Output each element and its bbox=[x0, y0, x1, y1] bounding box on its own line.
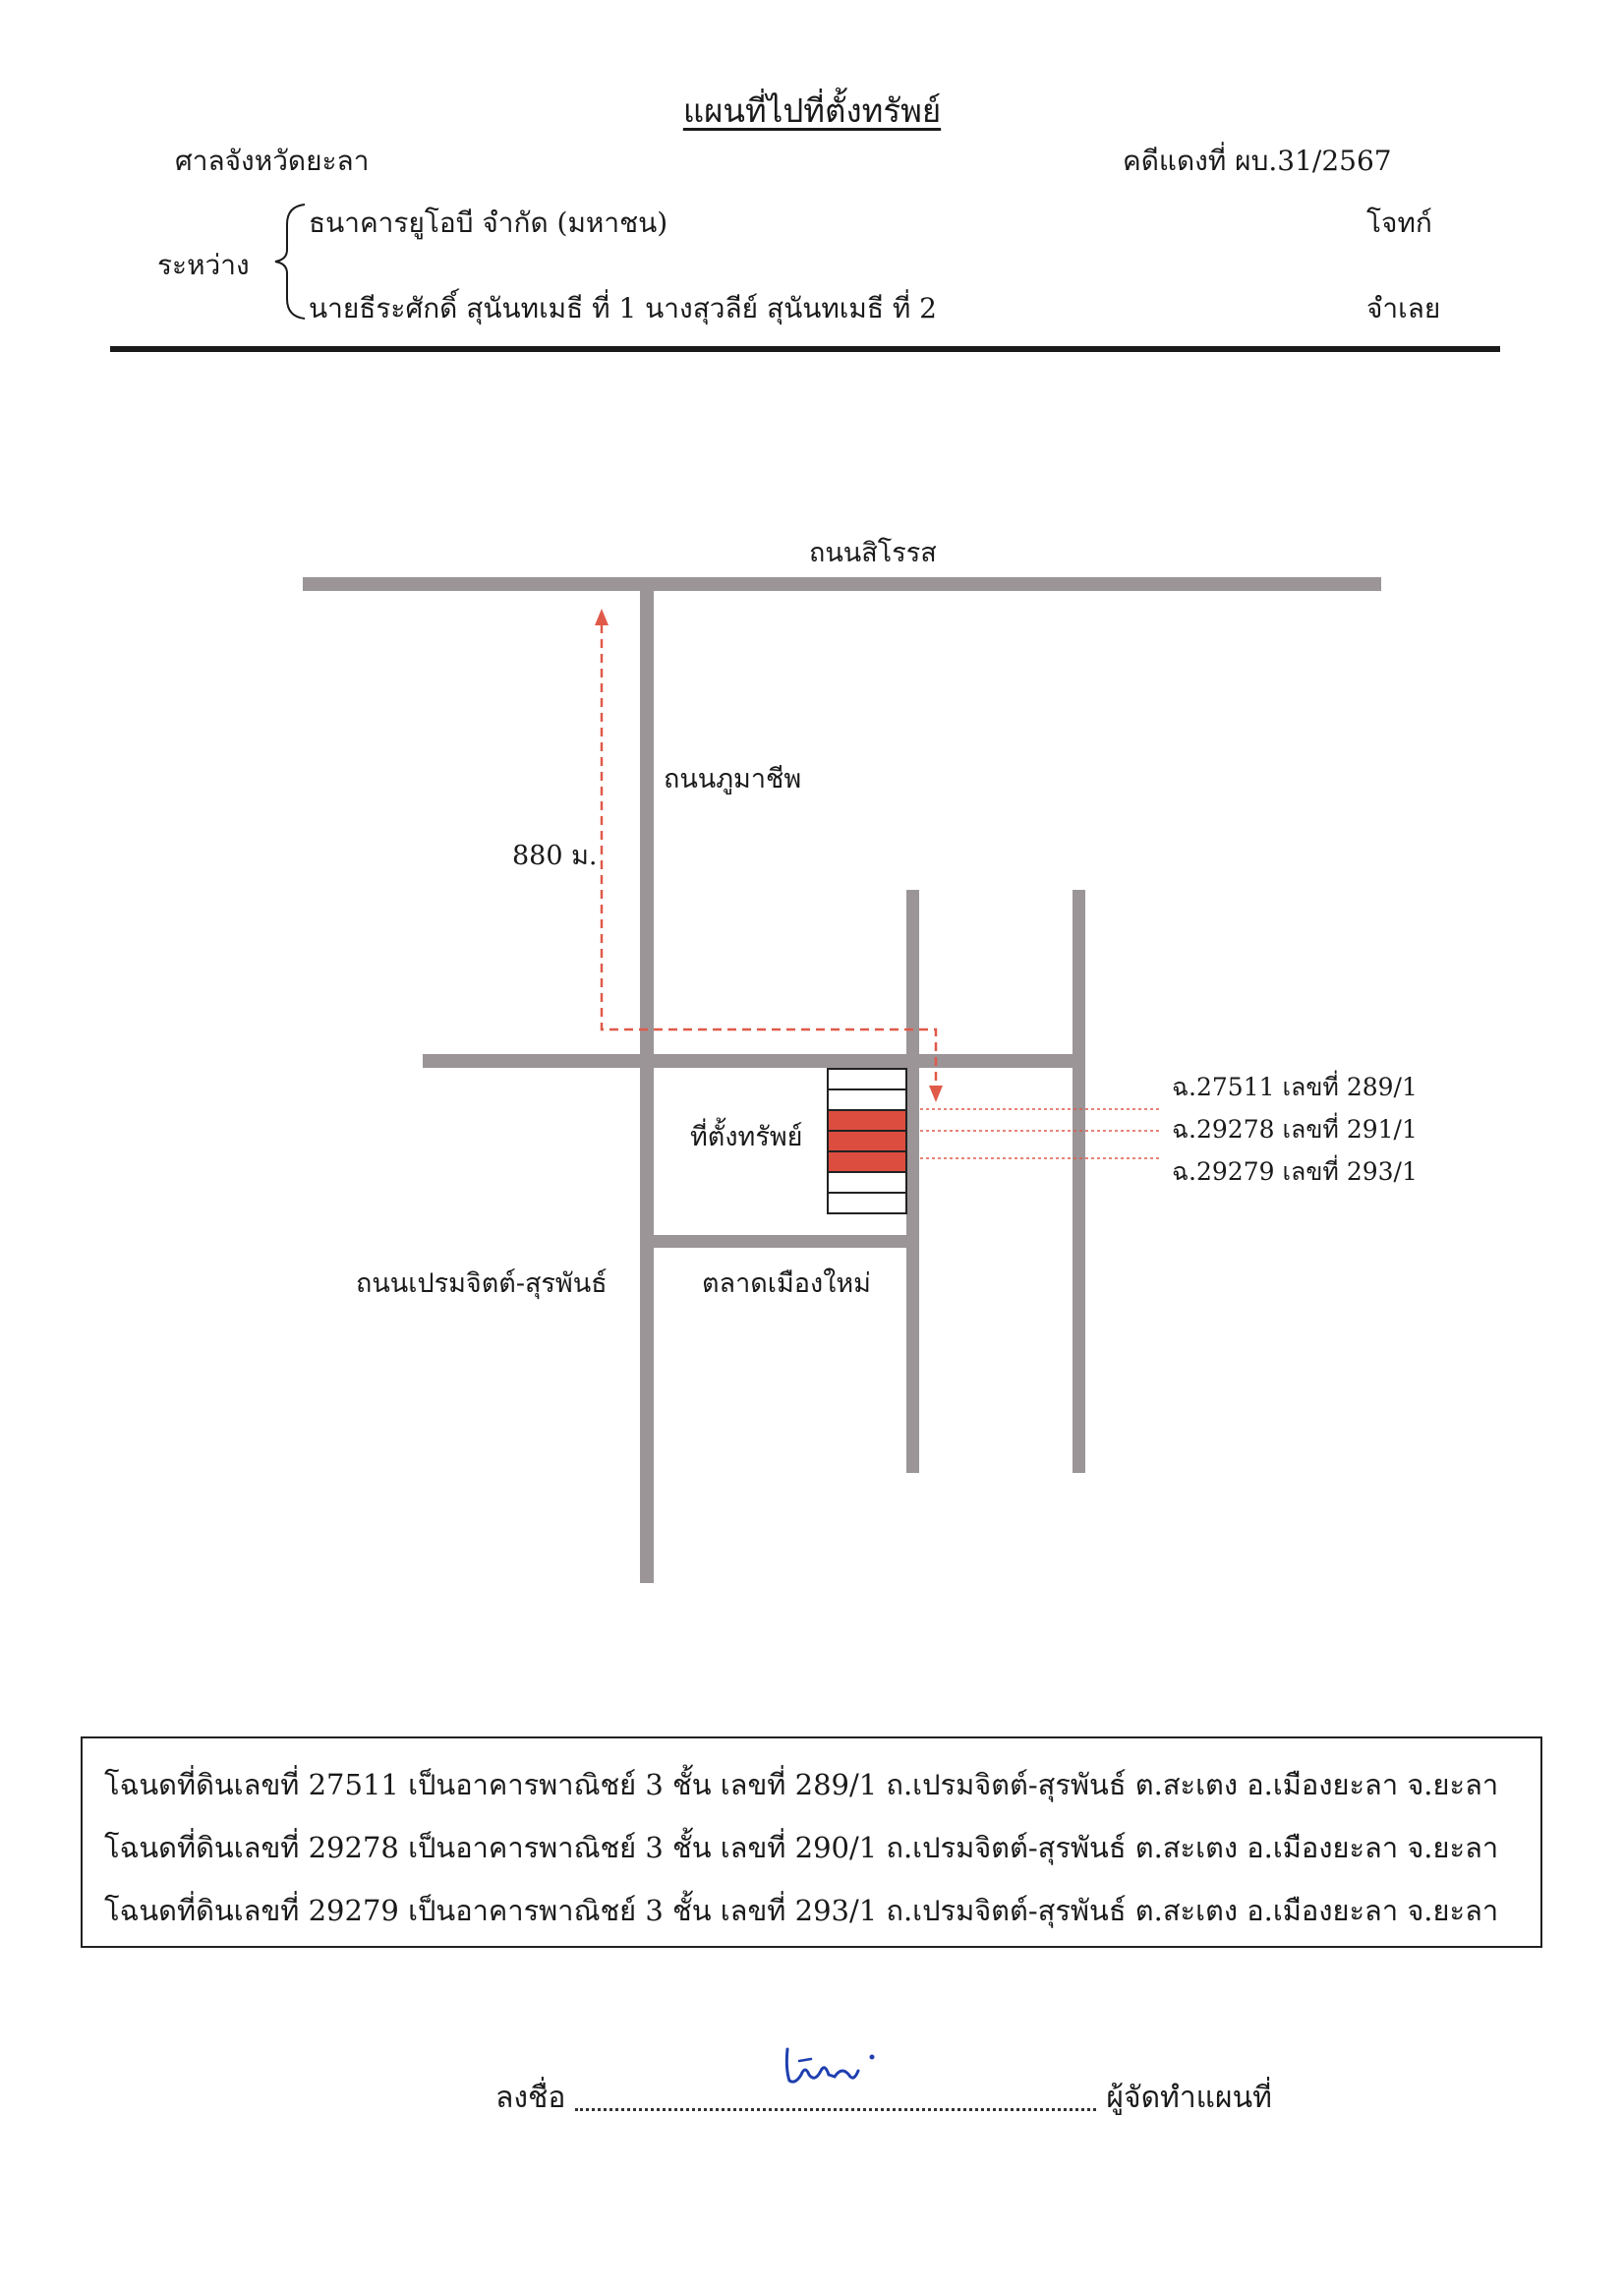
defendant-role: จำเลย bbox=[1366, 292, 1441, 324]
road-market bbox=[646, 1235, 913, 1248]
lot-5-property bbox=[827, 1150, 907, 1173]
road-top bbox=[303, 577, 1381, 591]
plaintiff-role: โจทก์ bbox=[1366, 206, 1432, 239]
lot-1 bbox=[827, 1068, 907, 1090]
signature-dotted-line bbox=[575, 2108, 1097, 2111]
plot-label-1: ฉ.27511 เลขที่ 289/1 bbox=[1172, 1073, 1418, 1101]
defendant-name: นายธีระศักดิ์ สุนันทเมธี ที่ 1 นางสุวลีย… bbox=[309, 292, 937, 324]
plot-leaders bbox=[920, 1108, 1162, 1159]
lot-4-property bbox=[827, 1130, 907, 1152]
road-bottom-left-label: ถนนเปรมจิตต์-สุรพันธ์ bbox=[356, 1268, 608, 1299]
route bbox=[600, 624, 938, 1088]
court-name: ศาลจังหวัดยะลา bbox=[175, 145, 370, 177]
signer-role: ผู้จัดทำแผนที่ bbox=[1106, 2081, 1272, 2115]
plaintiff-name: ธนาคารยูโอบี จำกัด (มหาชน) bbox=[309, 206, 668, 239]
lot-7 bbox=[827, 1192, 907, 1214]
roads bbox=[303, 577, 1381, 1583]
between-label: ระหว่าง bbox=[157, 249, 250, 281]
lot-3-property bbox=[827, 1109, 907, 1132]
header-rule bbox=[110, 346, 1500, 352]
road-vertical-main bbox=[640, 586, 654, 1583]
market-label: ตลาดเมืองใหม่ bbox=[702, 1268, 871, 1299]
road-right-1 bbox=[906, 890, 919, 1473]
road-cross bbox=[423, 1054, 1075, 1068]
deed-info-box: โฉนดที่ดินเลขที่ 27511 เป็นอาคารพาณิชย์ … bbox=[81, 1736, 1542, 1948]
handwritten-signature bbox=[784, 2047, 875, 2084]
road-vertical-label: ถนนภูมาชีพ bbox=[664, 764, 802, 794]
route-arrow-down-icon bbox=[929, 1086, 943, 1102]
sign-label: ลงชื่อ bbox=[495, 2081, 566, 2115]
page-title: แผนที่ไปที่ตั้งทรัพย์ bbox=[682, 91, 942, 130]
signature-line: ลงชื่อ ผู้จัดทำแผนที่ bbox=[495, 2075, 1272, 2121]
plot-label-2: ฉ.29278 เลขที่ 291/1 bbox=[1172, 1115, 1418, 1144]
brace-icon bbox=[274, 204, 306, 320]
road-right-2 bbox=[1073, 890, 1085, 1473]
plot-label-3: ฉ.29279 เลขที่ 293/1 bbox=[1172, 1157, 1418, 1186]
route-path bbox=[600, 624, 938, 1088]
deed-line-2: โฉนดที่ดินเลขที่ 29278 เป็นอาคารพาณิชย์ … bbox=[104, 1831, 1499, 1864]
deed-line-3: โฉนดที่ดินเลขที่ 29279 เป็นอาคารพาณิชย์ … bbox=[104, 1894, 1499, 1927]
case-number: คดีแดงที่ ผบ.31/2567 bbox=[1123, 145, 1392, 177]
route-arrow-up-icon bbox=[595, 609, 609, 625]
lot-2 bbox=[827, 1088, 907, 1111]
property-block bbox=[827, 1068, 907, 1214]
road-top-label: ถนนสิโรรส bbox=[809, 538, 937, 568]
property-label: ที่ตั้งทรัพย์ bbox=[690, 1122, 803, 1152]
lot-6 bbox=[827, 1171, 907, 1194]
deed-line-1: โฉนดที่ดินเลขที่ 27511 เป็นอาคารพาณิชย์ … bbox=[104, 1768, 1499, 1801]
distance-label: 880 ม. bbox=[512, 841, 598, 871]
